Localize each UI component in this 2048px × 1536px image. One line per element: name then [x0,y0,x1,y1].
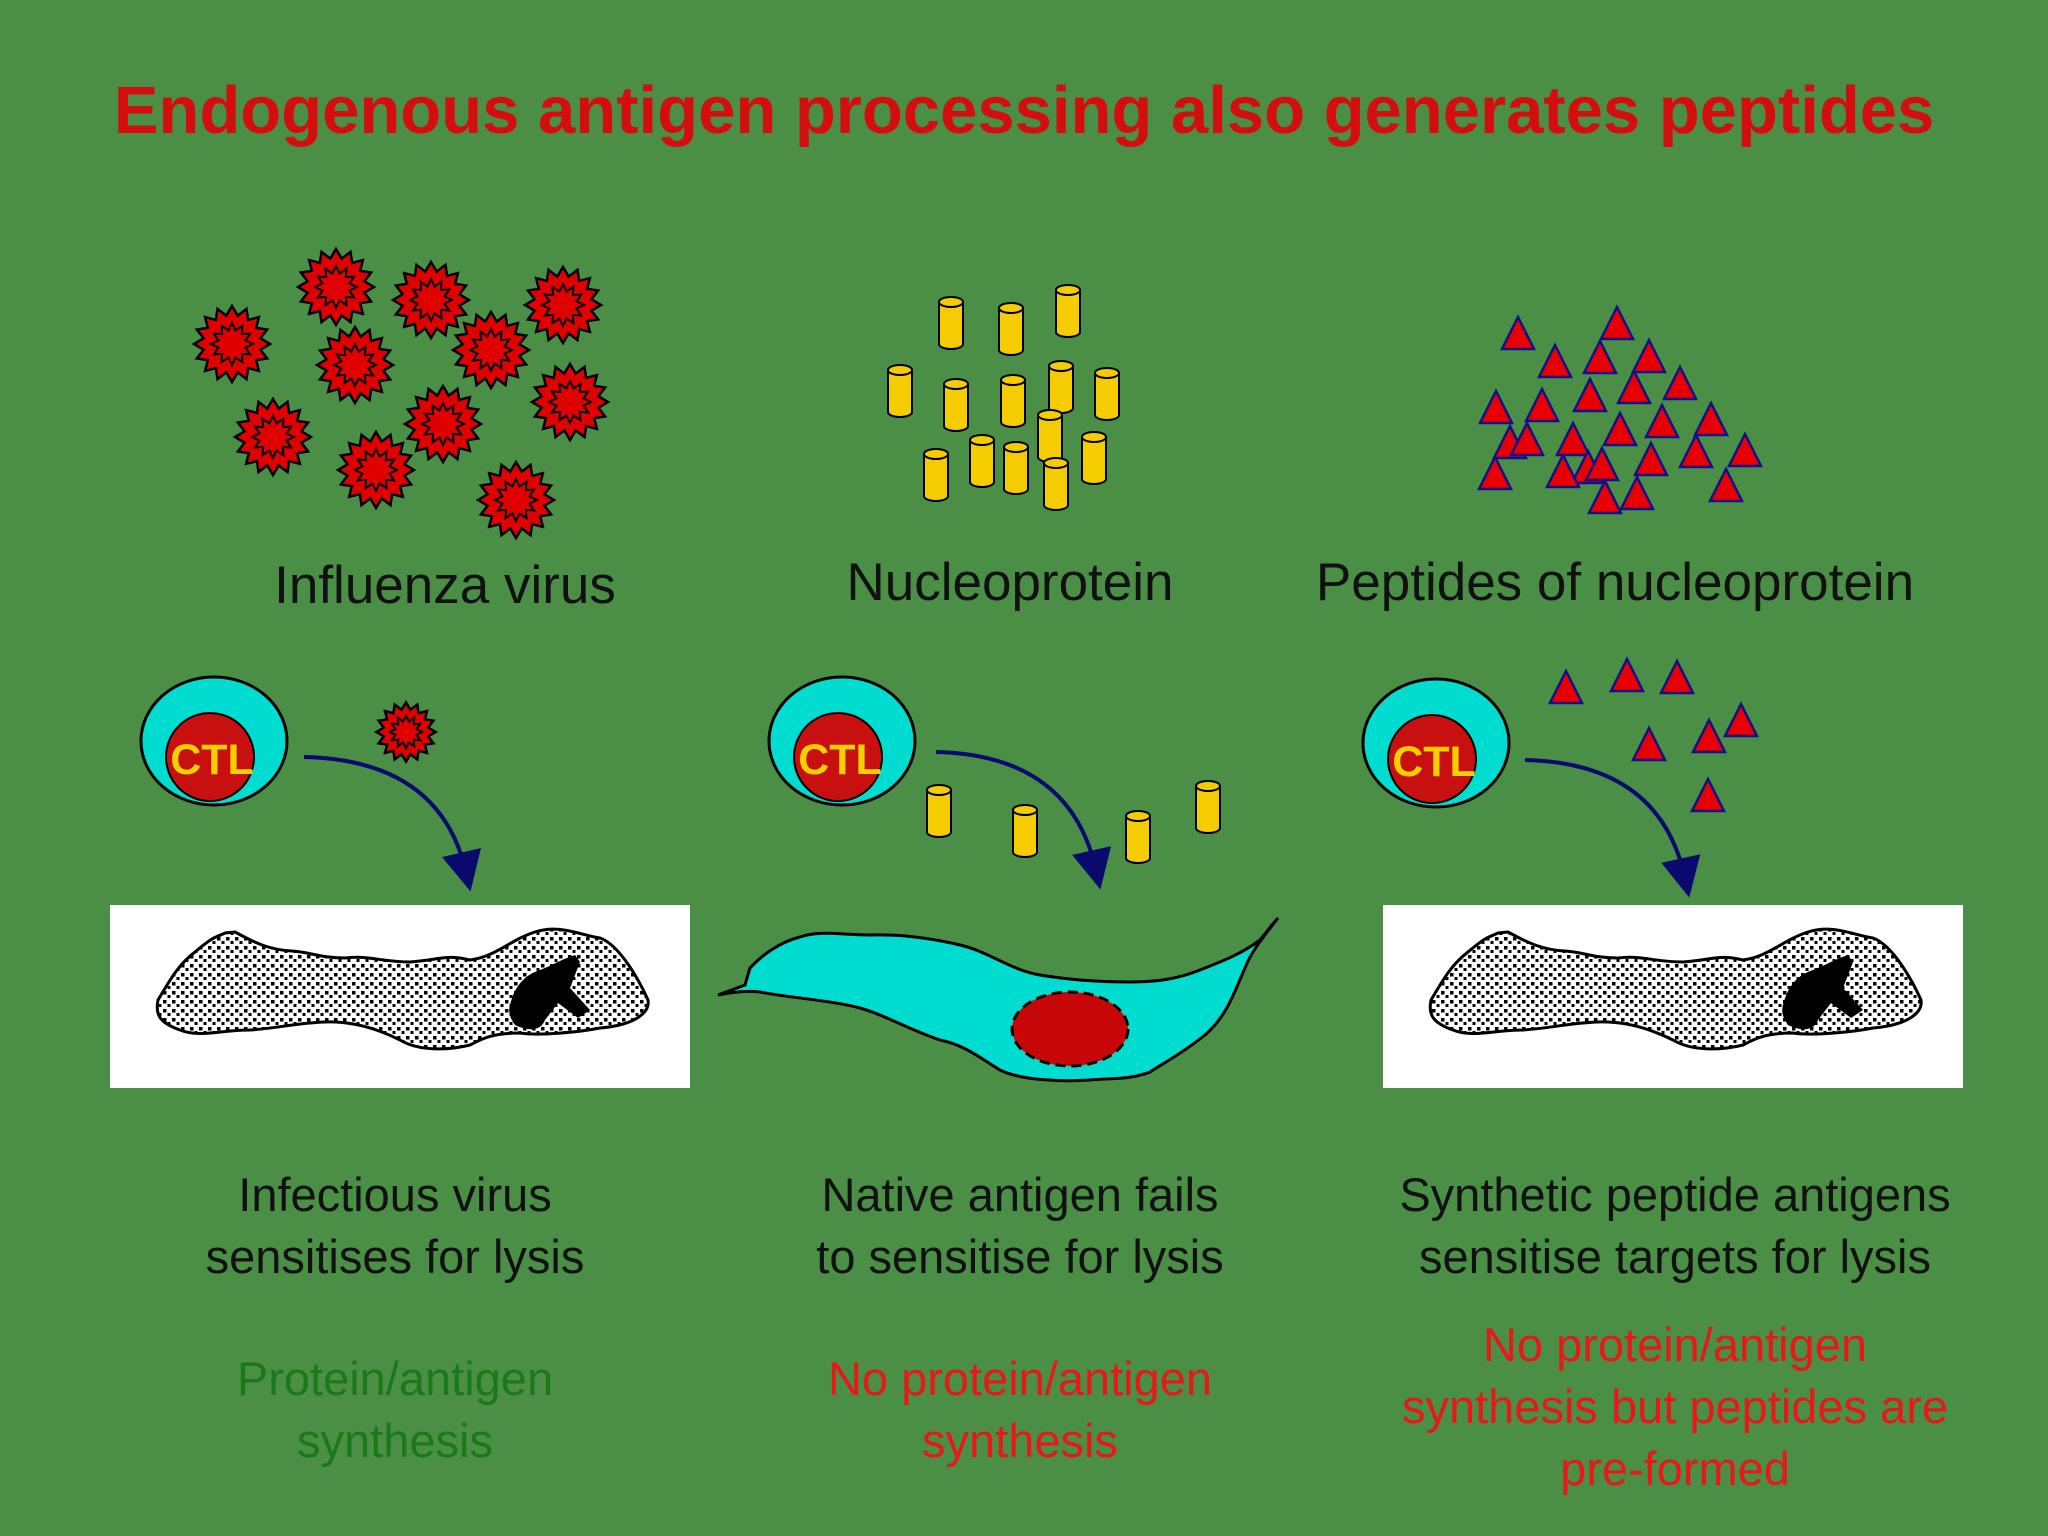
peptide-small-1 [1547,668,1585,705]
caption-infectious-virus: Infectious virus sensitises for lysis [205,1168,585,1283]
nucleoprotein-7 [1048,360,1074,414]
virus-1 [191,303,273,385]
arrow-3 [1524,758,1701,898]
arrow-1 [303,755,481,892]
ctl-cell-1: CTL [139,675,289,807]
target-cell-lysed-1 [110,905,690,1088]
virus-2 [295,246,377,328]
peptide-6 [1477,388,1515,425]
nucleoprotein-13 [1081,431,1107,485]
nucleoprotein-10 [923,448,949,502]
nucleoprotein-cluster [887,284,1120,511]
ctl-cell-3: CTL [1361,677,1511,809]
nucleoprotein-8 [1094,367,1120,421]
peptide-small-3 [1658,658,1696,695]
nucleoprotein-small-4 [1195,780,1221,834]
peptide-3 [1536,342,1574,379]
nucleoprotein-14 [1043,457,1069,511]
virus-7 [529,361,611,443]
peptide-23 [1544,452,1582,489]
label-peptides: Peptides of nucleoprotein [1315,553,1915,612]
note-no-protein-synthesis: No protein/antigen synthesis [827,1352,1213,1467]
virus-10 [335,429,417,511]
nucleoprotein-12 [1003,441,1029,495]
peptide-21 [1632,440,1670,477]
peptide-24 [1586,478,1624,515]
arrow-2 [935,750,1112,890]
peptide-small-4 [1722,701,1760,738]
peptide-10 [1661,364,1699,401]
peptide-22 [1476,454,1514,491]
target-cell-intact [717,917,1280,1083]
peptide-4 [1581,338,1619,375]
peptide-1 [1598,304,1636,341]
virus-5 [314,324,396,406]
peptide-cluster [1476,304,1764,515]
virus-6 [450,309,532,391]
peptide-25 [1618,474,1656,511]
virus-11 [475,459,557,541]
label-influenza-virus: Influenza virus [274,556,616,615]
peptide-14 [1601,410,1639,447]
peptide-20 [1583,445,1621,482]
peptide-small-6 [1630,725,1668,762]
note-preformed-peptides: No protein/antigen synthesis but peptide… [1401,1318,1949,1495]
peptide-12 [1508,420,1546,457]
peptide-13 [1554,420,1592,457]
nucleoprotein-9 [1037,409,1063,463]
peptide-8 [1571,376,1609,413]
peptide-5 [1630,337,1668,374]
nucleoprotein-5 [943,378,969,432]
nucleoprotein-4 [887,364,913,418]
nucleoprotein-small-1 [926,784,952,838]
virus-small [373,699,439,765]
peptide-18 [1677,432,1715,469]
peptide-16 [1692,400,1730,437]
ctl-label-2: CTL [798,736,882,784]
peptide-small-7 [1689,776,1727,813]
caption-synthetic-peptides: Synthetic peptide antigens sensitise tar… [1399,1168,1951,1283]
nucleoprotein-11 [969,434,995,488]
virus-4 [522,264,604,346]
peptide-small-2 [1608,656,1646,693]
peptide-2 [1499,314,1537,351]
peptide-small-5 [1690,717,1728,754]
ctl-label-3: CTL [1392,738,1476,786]
ctl-cell-2: CTL [767,675,917,807]
nucleoprotein-6 [1000,374,1026,428]
note-protein-synthesis: Protein/antigen synthesis [236,1352,554,1467]
virus-3 [390,259,472,341]
influenza-virus-cluster [191,246,611,541]
nucleoprotein-1 [938,296,964,350]
target-cell-lysed-2 [1383,905,1963,1088]
virus-8 [232,396,314,478]
nucleoprotein-small-2 [1012,804,1038,858]
nucleoprotein-3 [1055,284,1081,338]
peptide-26 [1707,466,1745,503]
caption-native-antigen: Native antigen fails to sensitise for ly… [816,1168,1224,1283]
nucleoprotein-small-3 [1125,810,1151,864]
peptide-17 [1726,431,1764,468]
label-nucleoprotein: Nucleoprotein [846,553,1174,612]
virus-9 [402,383,484,465]
slide-title: Endogenous antigen processing also gener… [113,73,1935,148]
peptide-7 [1523,386,1561,423]
peptide-9 [1615,368,1653,405]
nucleoprotein-2 [998,302,1024,356]
peptide-15 [1643,402,1681,439]
ctl-label-1: CTL [170,736,254,784]
